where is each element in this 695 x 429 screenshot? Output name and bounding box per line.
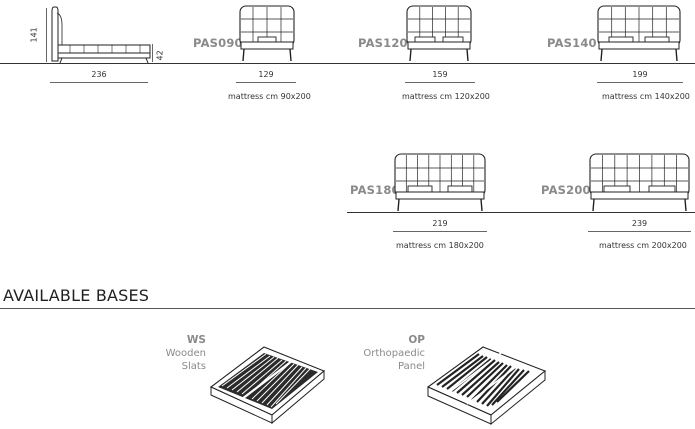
orthopaedic-panel-base-drawing <box>426 346 547 426</box>
base-label-ws-line2: Slats <box>181 361 206 372</box>
height-dimension-line <box>46 8 47 62</box>
floor-line-row1 <box>0 63 695 64</box>
head-dimension-label: 42 <box>155 50 165 61</box>
length-dimension-label: 236 <box>91 70 107 79</box>
section-title-available-bases: AVAILABLE BASES <box>3 286 150 305</box>
bed-front-view-pas180 <box>394 153 486 212</box>
bed-front-view-pas140 <box>597 5 681 62</box>
width-dimension-line-pas180 <box>393 231 487 232</box>
model-code-pas140: PAS140 <box>547 36 597 50</box>
head-dimension-line <box>152 44 153 62</box>
width-dimension-line-pas200 <box>588 231 691 232</box>
mattress-size-pas200: mattress cm 200x200 <box>599 241 687 250</box>
mattress-size-pas180: mattress cm 180x200 <box>396 241 484 250</box>
model-code-pas120: PAS120 <box>358 36 408 50</box>
base-code-op: OP <box>408 334 425 346</box>
model-code-pas200: PAS200 <box>541 183 591 197</box>
model-code-pas180: PAS180 <box>350 183 400 197</box>
width-dimension-label-pas200: 239 <box>631 219 648 228</box>
base-code-ws: WS <box>186 334 206 346</box>
wooden-slats-base-drawing <box>209 346 326 425</box>
width-dimension-line-pas140 <box>597 82 683 83</box>
width-dimension-label-pas090: 129 <box>258 70 274 79</box>
width-dimension-line-pas090 <box>236 82 296 83</box>
section-divider <box>0 308 695 309</box>
length-dimension-line <box>50 82 148 83</box>
mattress-size-pas120: mattress cm 120x200 <box>402 92 490 101</box>
bed-front-view-pas090 <box>239 5 295 62</box>
base-label-op-line1: Orthopaedic <box>363 348 425 359</box>
model-code-pas090: PAS090 <box>193 36 243 50</box>
bed-side-view <box>51 6 151 64</box>
width-dimension-label-pas180: 219 <box>432 219 448 228</box>
bed-front-view-pas200 <box>589 153 690 212</box>
base-label-ws-line1: Wooden <box>165 348 206 359</box>
height-dimension-label: 141 <box>29 27 39 43</box>
mattress-size-pas090: mattress cm 90x200 <box>228 92 311 101</box>
floor-line-row2 <box>347 212 695 213</box>
width-dimension-label-pas140: 199 <box>632 70 648 79</box>
base-label-op-line2: Panel <box>398 361 425 372</box>
width-dimension-label-pas120: 159 <box>432 70 448 79</box>
mattress-size-pas140: mattress cm 140x200 <box>602 92 690 101</box>
width-dimension-line-pas120 <box>405 82 475 83</box>
bed-front-view-pas120 <box>406 5 472 62</box>
